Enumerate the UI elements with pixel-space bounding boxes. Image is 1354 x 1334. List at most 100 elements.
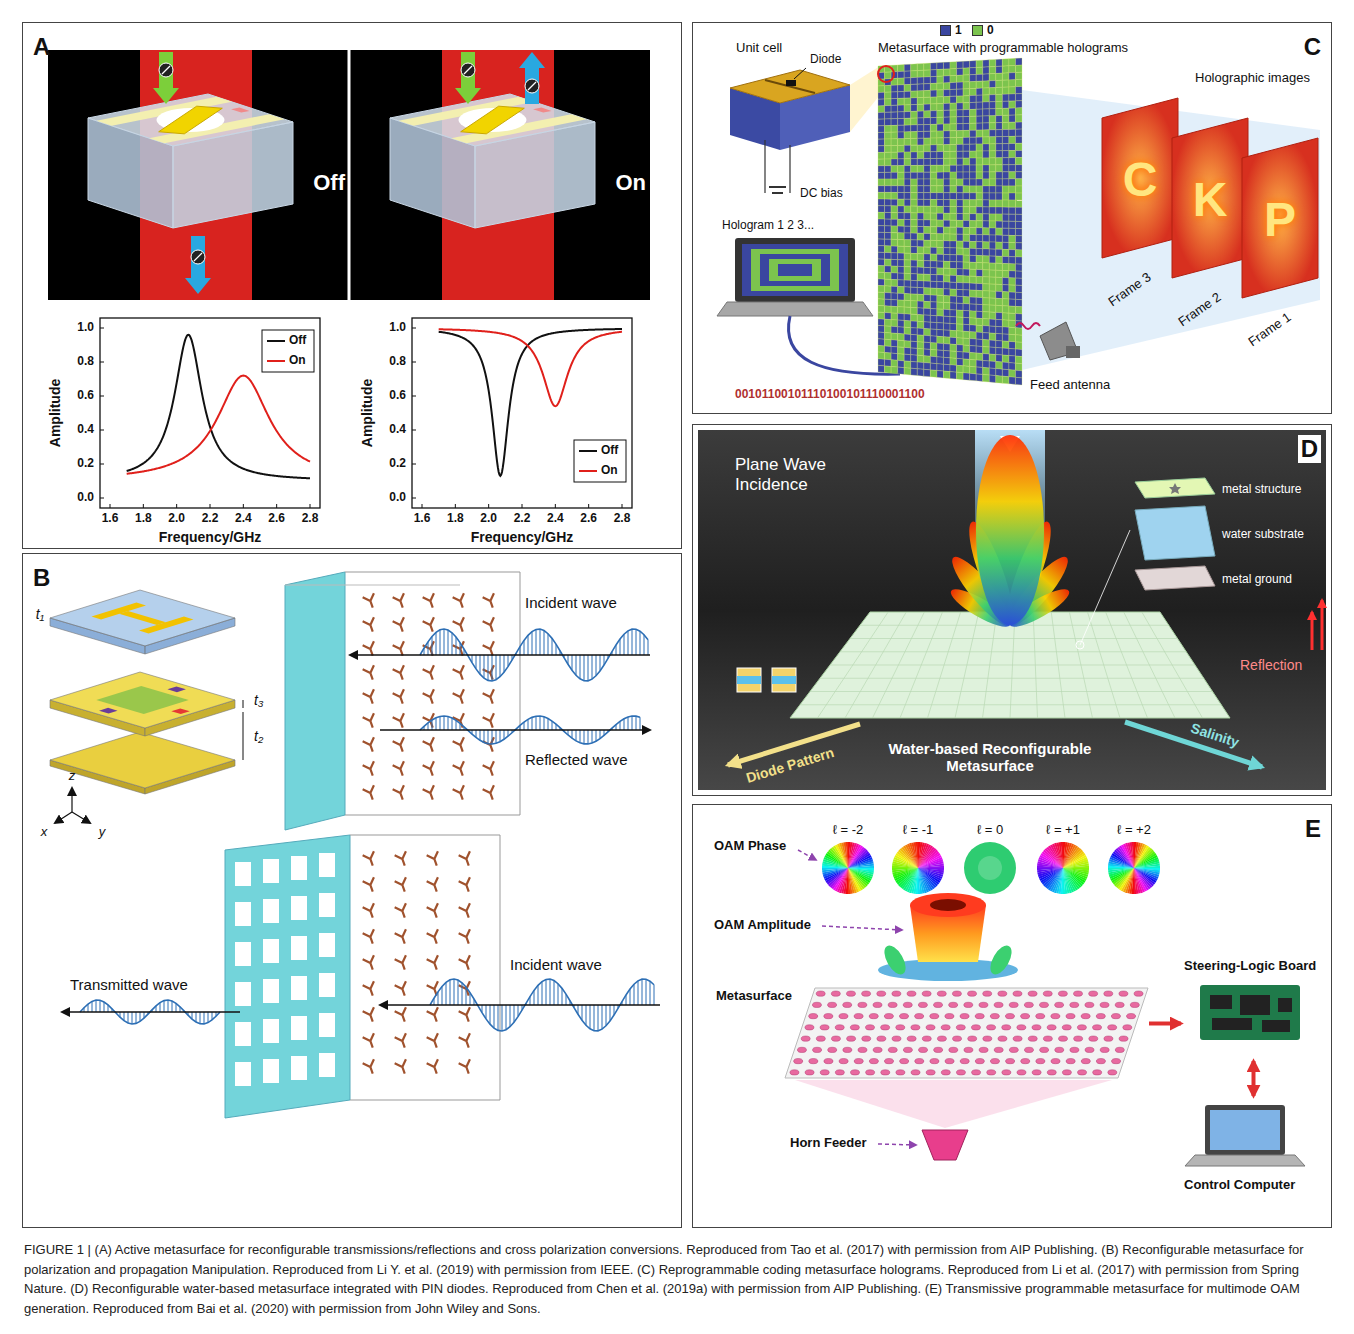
coding-element [983,312,990,319]
coding-element [924,104,931,111]
coding-element [983,123,990,130]
layer-top [50,672,235,728]
coding-element [891,213,898,220]
phase-segment [1063,866,1089,868]
coding-element [878,286,885,293]
coding-element [996,137,1003,144]
coding-element [904,111,911,118]
coding-element [924,63,931,70]
coding-element [943,206,950,213]
coding-element [885,299,892,306]
coding-element [937,186,944,193]
chip [1278,998,1292,1012]
coding-element [885,126,892,133]
coding-element [878,219,885,226]
coding-element [904,294,911,301]
coding-element [911,267,918,274]
meta-atom [363,593,379,609]
coding-element [970,214,977,221]
coding-element [950,220,957,227]
coding-element [898,65,905,72]
coding-element [878,305,885,312]
coding-element [963,214,970,221]
meta-atom [1005,1014,1014,1019]
coding-element [950,117,957,124]
phase-segment [918,863,944,868]
wave-hatch [546,979,547,1005]
coding-element [1015,200,1022,207]
meta-atom [828,1002,837,1007]
coding-element [970,165,977,172]
coding-element [930,220,937,227]
meta-atom [884,1014,893,1019]
coding-element [891,360,898,367]
coding-element [970,137,977,144]
meta-atom [483,593,499,609]
meta-atom [1013,1036,1022,1041]
coding-element [970,241,977,248]
coding-element [957,276,964,283]
coding-element [1002,144,1009,151]
coding-element [1009,278,1016,285]
wave-hatch [548,719,549,730]
coding-element [983,186,990,193]
coding-element [950,296,957,303]
coding-element [1015,250,1022,257]
leader-arrow [798,850,816,860]
wave-hatch [444,716,445,730]
coding-element [976,102,983,109]
meta-atom [805,1070,814,1075]
coding-element [904,267,911,274]
chip [1240,995,1270,1015]
coding-element [904,354,911,361]
coding-element [930,152,937,159]
coding-element [1009,257,1016,264]
coding-element [1015,172,1022,179]
coding-element [1002,292,1009,299]
coding-element [957,186,964,193]
coding-element [891,306,898,313]
coding-element [878,192,885,199]
line-chart [412,318,632,508]
coding-element [924,77,931,84]
coding-element [970,116,977,123]
coding-element [917,226,924,233]
coding-element [970,359,977,366]
coding-element [976,186,983,193]
coding-element [937,117,944,124]
coding-element [983,200,990,207]
wave-hatch [580,730,581,743]
coding-element [911,334,918,341]
coding-element [943,302,950,309]
coding-element [937,336,944,343]
phase-segment [1134,868,1143,893]
coding-element [878,279,885,286]
meta-atom [395,981,411,997]
coding-element [943,344,950,351]
coding-element [957,130,964,137]
coding-element [963,248,970,255]
meta-atom [1047,1070,1056,1075]
coding-element [943,316,950,323]
meta-atom [1078,1070,1087,1075]
coding-element [885,159,892,166]
coding-element [950,124,957,131]
diode-pattern-icon [772,676,796,684]
coding-element [898,125,905,132]
coding-element [917,77,924,84]
coding-element [983,60,990,67]
coding-element [1015,314,1022,321]
meta-atom [1036,1014,1045,1019]
coding-element [911,206,918,213]
coding-element [1009,58,1016,65]
coding-element [963,234,970,241]
coding-element [1009,228,1016,235]
meta-atom [1021,1059,1030,1064]
coding-element [970,346,977,353]
coding-element [970,269,977,276]
coding-element [963,96,970,103]
coding-element [943,309,950,316]
coding-element [917,362,924,369]
meta-atom [1108,1025,1117,1030]
meta-atom [835,1070,844,1075]
